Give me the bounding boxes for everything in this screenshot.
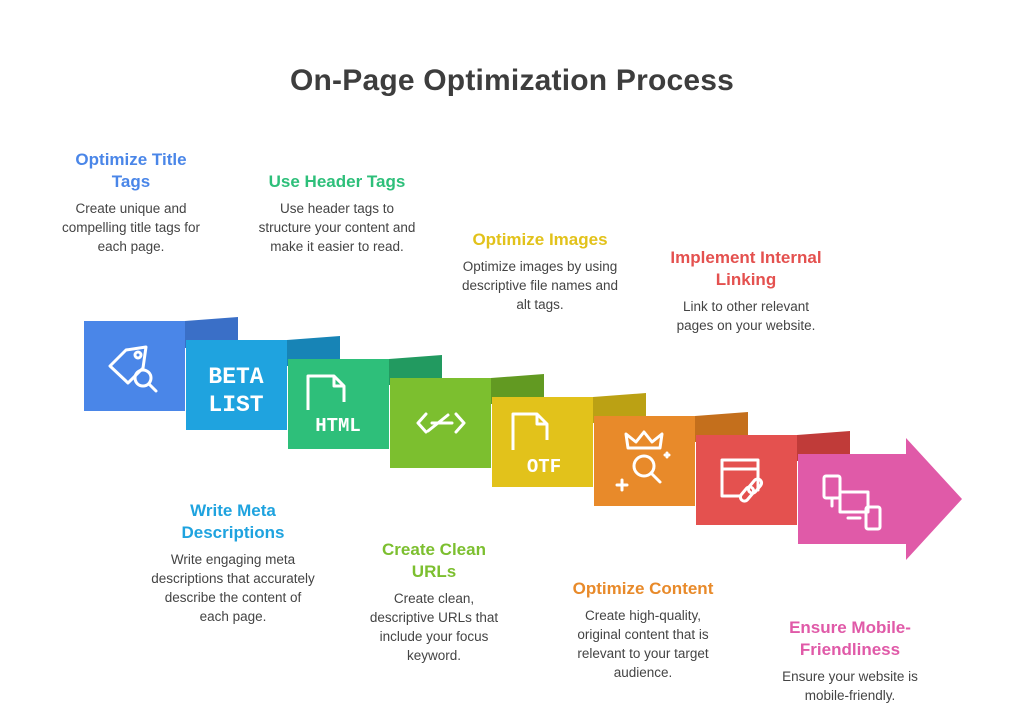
step-5-block: OTF [492, 393, 646, 487]
svg-text:HTML: HTML [315, 415, 361, 437]
step-5-label: Optimize Images Optimize images by using… [458, 229, 622, 314]
step-6-description: Create high-quality, original content th… [577, 608, 709, 680]
step-1-title: Optimize Title Tags [75, 150, 187, 191]
step-8-label: Ensure Mobile-Friendliness Ensure your w… [768, 617, 932, 705]
step-5-title: Optimize Images [472, 230, 608, 249]
step-1-label: Optimize Title Tags Create unique and co… [54, 149, 208, 256]
step-6-block [594, 412, 748, 506]
step-3-block: HTML [288, 355, 442, 449]
step-7-block [696, 431, 850, 525]
step-4-block [390, 374, 544, 468]
step-1-description: Create unique and compelling title tags … [61, 201, 201, 254]
step-5-flap [593, 393, 646, 423]
step-6-label: Optimize Content Create high-quality, or… [566, 578, 720, 682]
browser-link-icon [720, 458, 764, 503]
step-2-description: Write engaging meta descriptions that ac… [151, 552, 315, 624]
step-3-label: Use Header Tags Use header tags to struc… [254, 171, 420, 256]
step-8-shape [798, 438, 962, 560]
step-4-flap [491, 374, 544, 404]
step-2-shape [186, 340, 287, 430]
step-7-label: Implement Internal Linking Link to other… [666, 247, 826, 335]
step-8-description: Ensure your website is mobile-friendly. [782, 669, 918, 703]
step-4-label: Create Clean URLs Create clean, descript… [360, 539, 508, 665]
step-2-label: Write Meta Descriptions Write engaging m… [150, 500, 316, 626]
step-7-flap [797, 431, 850, 461]
step-4-title: Create Clean URLs [382, 540, 486, 581]
step-4-description: Create clean, descriptive URLs that incl… [369, 591, 499, 663]
step-2-flap [287, 336, 340, 366]
step-8-block [798, 438, 962, 560]
step-3-title: Use Header Tags [268, 172, 406, 191]
svg-text:OTF: OTF [527, 456, 561, 478]
otf-file-icon: OTF [511, 412, 561, 478]
step-7-shape [696, 435, 797, 525]
step-5-shape [492, 397, 593, 487]
svg-text:BETA: BETA [208, 364, 263, 390]
step-7-description: Link to other relevant pages on your web… [676, 299, 816, 333]
diagram-title: On-Page Optimization Process [289, 64, 735, 97]
step-5-description: Optimize images by using descriptive fil… [461, 259, 619, 312]
step-1-shape [84, 321, 185, 411]
html-file-icon: HTML [306, 374, 361, 437]
step-2-title: Write Meta Descriptions [181, 501, 285, 542]
step-8-title: Ensure Mobile-Friendliness [789, 618, 911, 659]
step-2-block: BETA LIST [186, 336, 340, 430]
step-6-title: Optimize Content [572, 579, 714, 598]
step-3-flap [389, 355, 442, 385]
beta-list-icon: BETA LIST [208, 364, 263, 418]
svg-text:LIST: LIST [208, 392, 263, 418]
step-6-shape [594, 416, 695, 506]
step-7-title: Implement Internal Linking [670, 248, 822, 289]
devices-icon [822, 474, 882, 531]
step-6-flap [695, 412, 748, 442]
step-3-description: Use header tags to structure your conten… [258, 201, 416, 254]
tag-search-icon [108, 345, 158, 393]
code-arrows-icon [416, 412, 466, 434]
step-3-shape [288, 359, 389, 449]
crown-search-icon [615, 430, 671, 492]
